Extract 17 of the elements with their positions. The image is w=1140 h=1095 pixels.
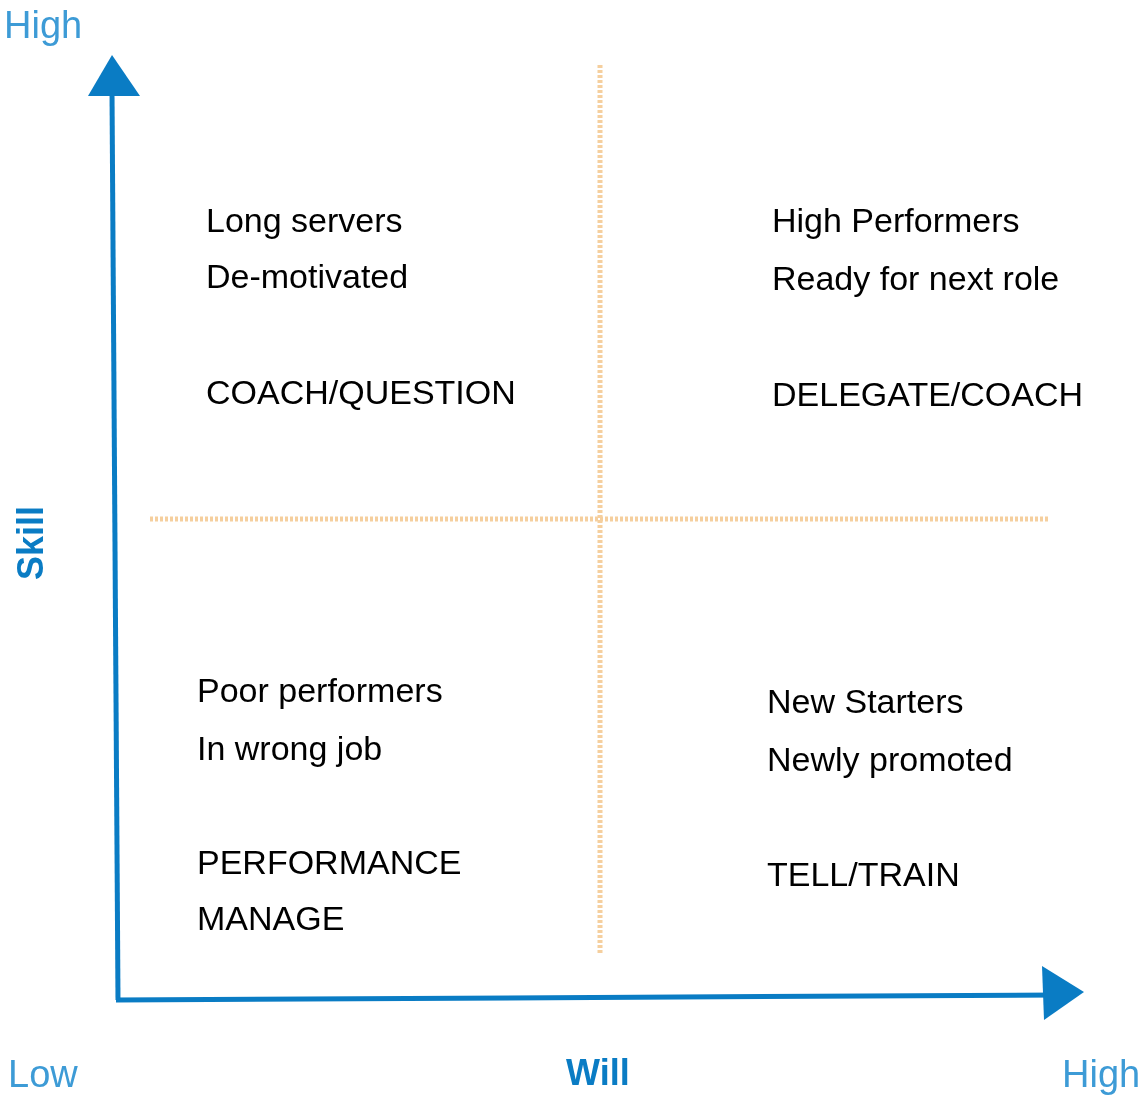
- quadrant-label: De-motivated: [206, 256, 409, 297]
- quadrant-label: Poor performers: [197, 670, 443, 711]
- quadrant-label: TELL/TRAIN: [767, 854, 960, 895]
- quadrant-label: New Starters: [767, 681, 964, 722]
- quadrant-label: DELEGATE/COACH: [772, 374, 1084, 415]
- quadrant-label: In wrong job: [197, 728, 383, 769]
- quadrant-label: Ready for next role: [772, 258, 1060, 299]
- quadrant-label: High Performers: [772, 200, 1020, 241]
- axis-end-label: Low: [8, 1055, 78, 1093]
- quadrant-label: Long servers: [206, 200, 403, 241]
- axis-title: Skill: [13, 506, 49, 580]
- quadrant-label: Newly promoted: [767, 739, 1013, 780]
- axis-end-label: High: [1062, 1055, 1140, 1093]
- quadrant-label: PERFORMANCE MANAGE: [197, 842, 463, 940]
- quadrant-label: COACH/QUESTION: [206, 372, 516, 413]
- axis-end-label: High: [4, 6, 83, 44]
- axis-title: Will: [566, 1055, 630, 1091]
